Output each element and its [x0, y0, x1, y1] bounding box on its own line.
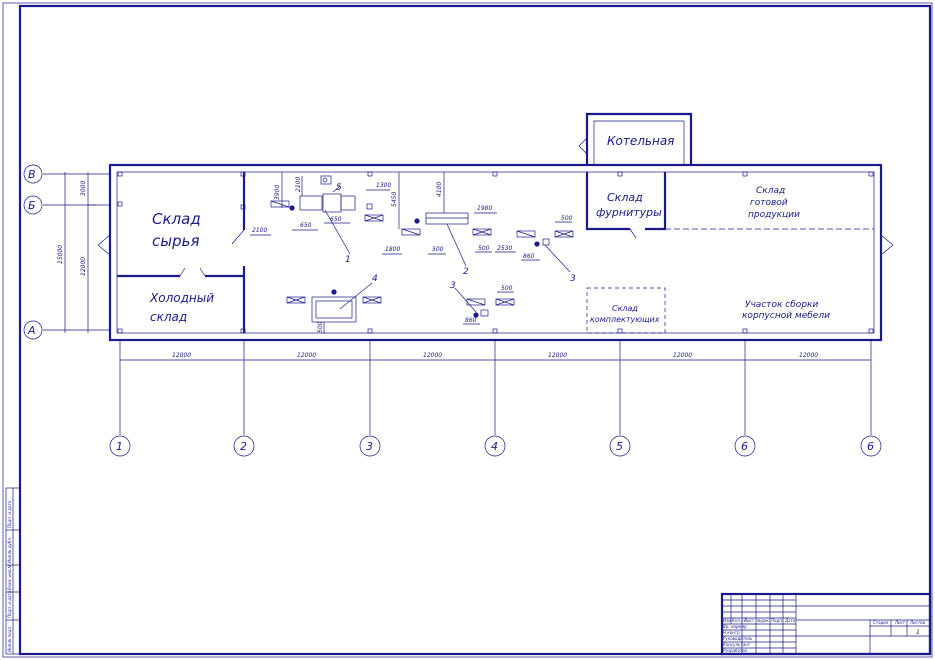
dim-2530: 2530 — [497, 245, 512, 252]
room-cold-store-2: склад — [150, 310, 187, 324]
axis-row-b: Б — [28, 199, 36, 212]
dim-500-c: 500 — [561, 215, 573, 222]
dim-500-a: 500 — [432, 246, 444, 253]
room-cold-store-1: Холодный — [149, 291, 214, 305]
room-raw-store-1: Склад — [152, 210, 201, 228]
room-finished-store-1: Склад — [756, 186, 785, 196]
building-walls — [97, 112, 894, 342]
axis-col-4: 4 — [491, 440, 498, 453]
dim-1980: 1980 — [477, 205, 492, 212]
dim-650-b: 650 — [330, 216, 342, 223]
dim-1800: 1800 — [385, 246, 400, 253]
dim-2100-v: 2100 — [295, 177, 302, 192]
room-raw-store-2: сырья — [152, 232, 199, 250]
side-stamp-text-5: Подп. и дата — [7, 500, 12, 528]
column-axes: 1 2 3 4 5 6 6 12000 12000 12000 12000 12… — [109, 340, 882, 457]
room-finished-store-2: готовой — [750, 198, 788, 208]
axis-col-7: 6 — [867, 440, 874, 453]
room-boiler: Котельная — [607, 134, 674, 148]
tb-col-kol: Кол.уч — [732, 618, 746, 623]
span-4: 12000 — [548, 352, 567, 359]
leaders: 5 1 2 3 3 4 — [324, 183, 576, 313]
tb-col-doc: №док — [756, 618, 769, 623]
room-assembly-2: корпусной мебели — [742, 311, 830, 321]
leader-1: 1 — [345, 255, 351, 265]
axis-row-v: В — [28, 168, 36, 181]
dim-1300: 1300 — [376, 182, 391, 189]
dim-overall: 15000 — [57, 245, 64, 264]
tb-sheet-value: 1 — [916, 629, 920, 636]
room-components-store-2: комплектующих — [590, 315, 660, 324]
tb-row-2: Н.контр — [723, 630, 740, 635]
dim-650-a: 650 — [300, 222, 312, 229]
tb-row-3: Руководитель — [723, 636, 753, 641]
dim-860-b: 860 — [465, 317, 477, 324]
dim-3900: 3900 — [274, 185, 281, 200]
tb-col-data: Дата — [784, 618, 796, 623]
span-1: 12000 — [172, 352, 191, 359]
span-5: 12000 — [673, 352, 692, 359]
axis-col-1: 1 — [116, 440, 123, 453]
leader-4: 4 — [372, 274, 378, 284]
room-components-store-1: Склад — [612, 304, 638, 313]
tb-row-4: Консультант — [723, 642, 751, 647]
dim-500-d: 500 — [501, 285, 513, 292]
dim-500-e: 500 — [317, 321, 324, 333]
dim-2100-h: 2100 — [252, 227, 267, 234]
span-3: 12000 — [423, 352, 442, 359]
axis-col-2: 2 — [240, 440, 247, 453]
side-stamp-text-1: Инв.№ подл. — [7, 626, 12, 652]
drawing-frame — [18, 4, 932, 656]
leader-2: 2 — [463, 267, 469, 277]
dim-lower: 12000 — [80, 257, 87, 276]
axis-col-6: 6 — [741, 440, 748, 453]
tb-row-1: Вр. нормир — [723, 624, 747, 629]
tb-col-podp: Подп. — [771, 618, 783, 623]
room-finished-store-3: продукции — [748, 210, 800, 220]
dim-4100: 4100 — [436, 182, 443, 197]
dim-5450: 5450 — [391, 192, 398, 207]
tb-row-5: Разработал — [723, 648, 748, 653]
span-2: 12000 — [297, 352, 316, 359]
room-fittings-store-1: Склад — [607, 191, 643, 204]
dim-860-a: 860 — [523, 253, 535, 260]
dim-500-b: 500 — [478, 245, 490, 252]
room-fittings-store-2: фурнитуры — [596, 206, 662, 219]
room-assembly-1: Участок сборки — [745, 300, 818, 310]
axis-col-3: 3 — [366, 440, 373, 453]
leader-3-b: 3 — [450, 281, 456, 291]
side-stamp-text-3: Взам. инв.№ — [7, 564, 12, 590]
inner-dimensions: 3900 2100 2100 650 650 1300 5450 1800 41… — [250, 172, 573, 334]
tb-sheet: Лист — [894, 620, 906, 625]
tb-sheets: Листов — [909, 620, 926, 625]
tb-col-izm: Изм — [723, 618, 731, 623]
equipment — [270, 175, 574, 323]
side-stamp: Инв.№ подл. Подп. и дата Взам. инв.№ Инв… — [5, 487, 21, 655]
side-stamp-text-4: Инв.№ дубл. — [7, 537, 12, 563]
axis-row-a: А — [27, 324, 36, 337]
tb-stage: Стадия — [873, 620, 889, 625]
row-axes: В Б А 15000 12000 3000 — [23, 164, 110, 340]
span-6: 12000 — [799, 352, 818, 359]
side-stamp-text-2: Подп. и дата — [7, 590, 12, 618]
title-block: Изм Кол.уч Лист №док Подп. Дата Вр. норм… — [720, 592, 932, 656]
axis-col-5: 5 — [616, 440, 623, 453]
dim-upper: 3000 — [80, 181, 87, 196]
tb-col-list: Лист — [743, 618, 755, 623]
leader-3-a: 3 — [570, 274, 576, 284]
leader-5: 5 — [336, 183, 342, 193]
